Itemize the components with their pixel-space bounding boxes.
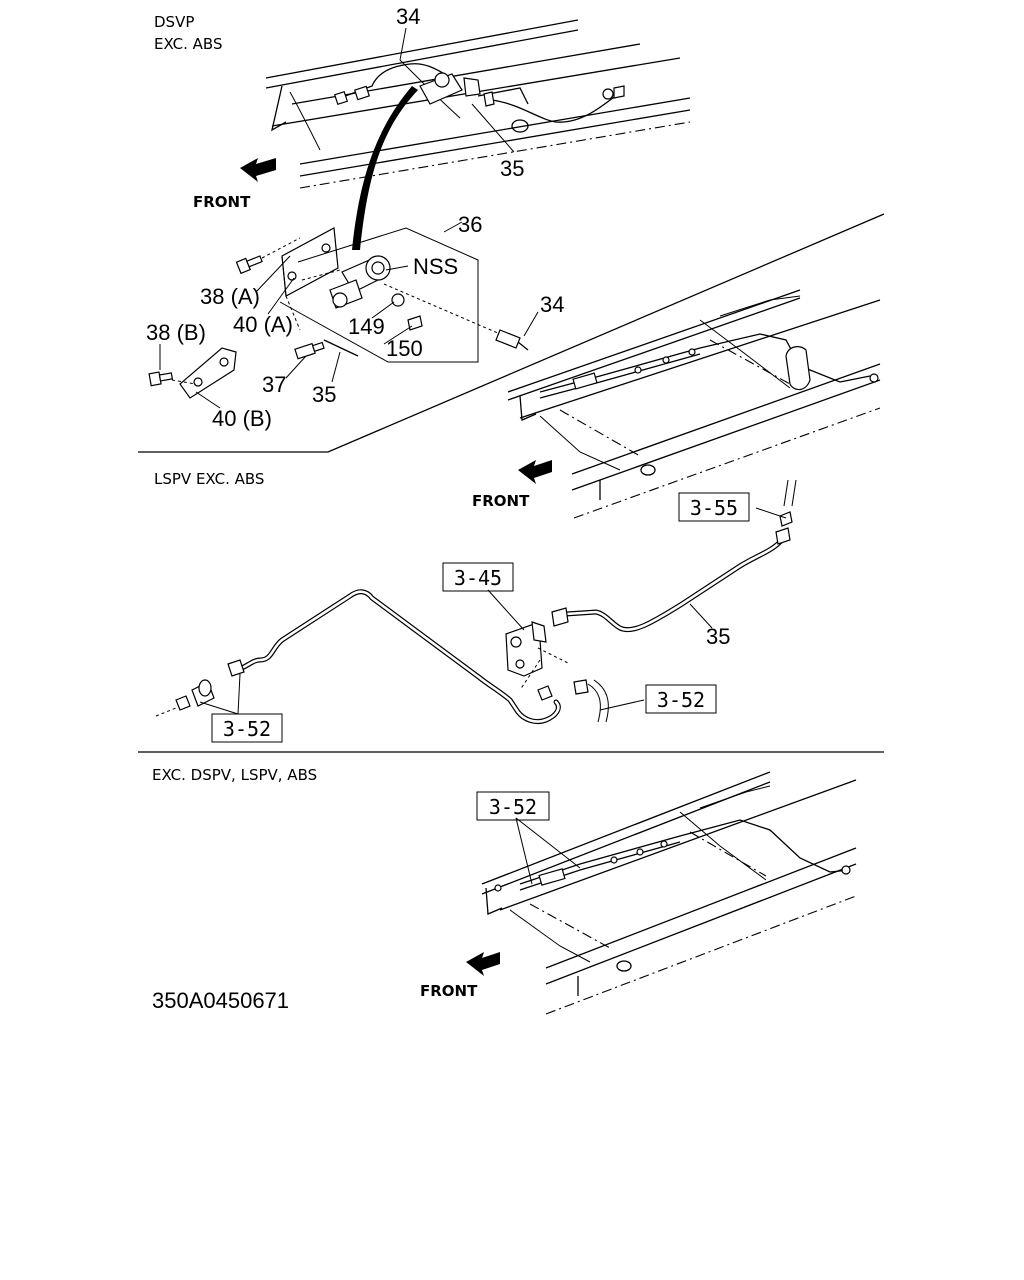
callout-38b: 38 (B): [146, 320, 206, 345]
brake-pipe-lower: [155, 589, 561, 725]
front-arrow-lspv: [518, 460, 552, 484]
front-arrow-exc: [466, 952, 500, 976]
section-dsvp: DSVP EXC. ABS: [146, 4, 691, 431]
exploded-valve-assembly: [148, 227, 529, 399]
callout-40a: 40 (A): [233, 312, 293, 337]
front-label-exc: FRONT: [420, 982, 478, 1000]
detail-arrow: [352, 86, 418, 250]
callout-34-pipe: 34: [540, 292, 564, 317]
section-title-dsvp-line1: DSVP: [154, 13, 194, 31]
front-arrow-dsvp: [240, 158, 276, 182]
frame-rail-dsvp: [265, 19, 691, 189]
callout-36: 36: [458, 212, 482, 237]
section-dividers: [138, 213, 885, 753]
callout-150: 150: [386, 336, 423, 361]
callout-37: 37: [262, 372, 286, 397]
ref-3-45[interactable]: 3-45: [454, 566, 502, 590]
ref-box-3-52-exc: [476, 791, 550, 821]
ref-box-3-45: [442, 562, 514, 592]
brake-pipe-35-lspv: [551, 479, 797, 633]
ref-box-3-52-left: [211, 713, 283, 743]
section-title-dsvp-line2: EXC. ABS: [154, 35, 222, 53]
drawing-number: 350A0450671: [152, 988, 289, 1013]
section-title-lspv: LSPV EXC. ABS: [154, 470, 264, 488]
ref-3-52-right[interactable]: 3-52: [657, 688, 705, 712]
section-lspv: LSPV EXC. ABS: [154, 289, 881, 743]
front-label-lspv: FRONT: [472, 492, 530, 510]
callout-40b: 40 (B): [212, 406, 272, 431]
callout-149: 149: [348, 314, 385, 339]
ref-box-3-52-right: [645, 684, 717, 714]
assembly-outline: [279, 227, 479, 363]
callout-35-top: 35: [500, 156, 524, 181]
ref-3-52-exc[interactable]: 3-52: [489, 795, 537, 819]
callout-35-exploded: 35: [312, 382, 336, 407]
lspv-valve: [505, 621, 609, 723]
callout-nss: NSS: [413, 254, 458, 279]
callout-38a: 38 (A): [200, 284, 260, 309]
ref-box-3-55: [678, 492, 750, 522]
section-title-exc: EXC. DSPV, LSPV, ABS: [152, 766, 317, 784]
callout-34-top: 34: [396, 4, 420, 29]
section-exc: EXC. DSPV, LSPV, ABS: [152, 766, 857, 1015]
ref-3-55[interactable]: 3-55: [690, 496, 738, 520]
frame-rail-lspv: [507, 289, 881, 519]
brake-pipe-34-top: [333, 63, 625, 123]
frame-rail-exc: [481, 771, 857, 1015]
ref-3-52-left[interactable]: 3-52: [223, 717, 271, 741]
callout-35-lspv: 35: [706, 624, 730, 649]
proportioning-valve-frame: [419, 72, 495, 107]
front-label-dsvp: FRONT: [193, 193, 251, 211]
